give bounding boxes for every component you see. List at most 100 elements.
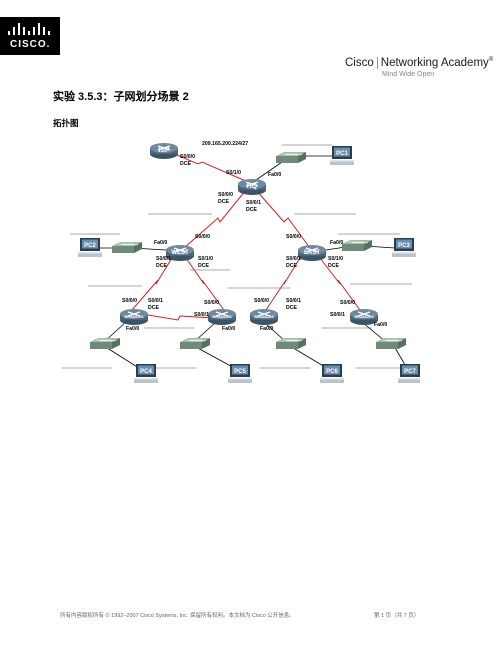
label-b4-s001: S0/0/1: [330, 312, 345, 318]
router-hq-label: HQ: [247, 183, 258, 190]
label-isp-net: 209.165.200.224/27: [202, 141, 248, 147]
serial-links: [131, 149, 361, 321]
serial-link-east-b3: [265, 257, 301, 311]
ethernet-link-hq-switch: [255, 159, 286, 181]
pc6[interactable]: PC6: [320, 364, 344, 383]
academy-brand-name: Networking Academy: [380, 57, 489, 70]
label-b3-dce: DCE: [286, 305, 297, 311]
label-west-fa00: Fa0/0: [154, 240, 167, 246]
label-b4-s000: S0/0/0: [340, 300, 355, 306]
cisco-logo-text: CISCO.: [10, 39, 51, 50]
ethernet-link-switch-pc4: [103, 345, 143, 371]
pc6-label: PC6: [326, 369, 338, 375]
label-b1-s001: S0/0/1: [148, 298, 163, 304]
label-hq-fa00: Fa0/0: [268, 172, 281, 178]
switch-hq[interactable]: [275, 151, 307, 164]
pc2-label: PC2: [84, 243, 96, 249]
label-east-s010: S0/1/0: [328, 256, 343, 262]
page-title: 实验 3.5.3：子网划分场景 2: [53, 91, 189, 103]
router-branch3-label: BRANCH3: [254, 314, 274, 319]
label-hq-s001: S0/0/1: [246, 200, 261, 206]
serial-link-west-b1: [131, 257, 173, 311]
serial-link-b1-b2: [141, 313, 215, 321]
label-west-s001: S0/0/1: [156, 256, 171, 262]
switch-east[interactable]: [341, 239, 373, 252]
label-b3-s000: S0/0/0: [254, 298, 269, 304]
router-branch2-label: BRANCH2: [212, 314, 232, 319]
router-branch3[interactable]: BRANCH3: [249, 308, 279, 326]
label-east-s000: S0/0/0: [286, 234, 301, 240]
router-isp[interactable]: ISP: [149, 142, 179, 160]
serial-link-hq-west: [183, 189, 247, 249]
label-west-s010: S0/1/0: [198, 256, 213, 262]
pc4-label: PC4: [140, 369, 152, 375]
label-b3-s001: S0/0/1: [286, 298, 301, 304]
page-header: CISCO. Cisco Networking Academy® Mind Wid…: [0, 0, 502, 78]
label-hq-s000-dce: DCE: [218, 199, 229, 205]
label-hq-s000: S0/0/0: [218, 192, 233, 198]
ethernet-link-b3-switch: [263, 321, 287, 343]
label-west-s010-dce: DCE: [198, 263, 209, 269]
label-b1-dce: DCE: [148, 305, 159, 311]
pc5[interactable]: PC5: [228, 364, 252, 383]
academy-brand-cisco: Cisco: [345, 57, 374, 70]
pc3[interactable]: PC3: [392, 238, 416, 257]
pc7[interactable]: PC7: [398, 364, 420, 383]
router-east-label: EAST: [304, 250, 320, 256]
ethernet-link-b4-switch: [361, 321, 387, 343]
pc1[interactable]: PC1: [330, 146, 354, 165]
serial-link-isp-hq: [164, 149, 249, 183]
router-west-label: WEST: [171, 250, 189, 256]
label-isp-s000: S0/0/0: [180, 154, 195, 160]
router-branch1-label: BRANCH1: [124, 314, 144, 319]
router-hq[interactable]: HQ: [237, 178, 267, 196]
label-b1-s000: S0/0/0: [122, 298, 137, 304]
pc3-label: PC3: [398, 243, 410, 249]
label-b2-s001: S0/0/1: [194, 312, 209, 318]
switch-branch3[interactable]: [275, 337, 307, 350]
label-west-s001-dce: DCE: [156, 263, 167, 269]
pc1-label: PC1: [336, 151, 348, 157]
address-blank-lines: [62, 144, 412, 369]
footer-page-number: 第 1 页（共 7 页）: [374, 613, 420, 619]
router-east[interactable]: EAST: [297, 244, 327, 262]
section-heading: 拓扑图: [53, 118, 79, 128]
router-isp-label: ISP: [158, 147, 170, 154]
switch-branch4[interactable]: [375, 337, 407, 350]
academy-brand: Cisco Networking Academy® Mind Wide Open: [345, 57, 495, 78]
label-b2-s000: S0/0/0: [204, 300, 219, 306]
switch-branch1[interactable]: [89, 337, 121, 350]
pc4[interactable]: PC4: [134, 364, 158, 383]
router-branch1[interactable]: BRANCH1: [119, 308, 149, 326]
pc5-label: PC5: [234, 369, 246, 375]
label-hq-s001-dce: DCE: [246, 207, 257, 213]
label-east-s001-dce: DCE: [286, 263, 297, 269]
cisco-bars-icon: [8, 23, 50, 35]
academy-reg-mark: ®: [488, 57, 494, 64]
label-b1-fa00: Fa0/0: [126, 326, 139, 332]
switch-branch2[interactable]: [179, 337, 211, 350]
label-isp-dce: DCE: [180, 161, 191, 167]
topology-diagram: ISP HQ WEST EAST BRANCH1 BRANCH2 BRANCH3…: [62, 141, 420, 383]
serial-link-hq-east: [255, 189, 311, 249]
label-east-s001: S0/0/1: [286, 256, 301, 262]
cisco-logo: CISCO.: [0, 17, 60, 55]
label-b2-fa00: Fa0/0: [222, 326, 235, 332]
serial-link-west-b2: [185, 257, 225, 311]
router-branch2[interactable]: BRANCH2: [207, 308, 237, 326]
pc2[interactable]: PC2: [78, 238, 102, 257]
footer-copyright: 所有内容版权所有 © 1992–2007 Cisco Systems, Inc.…: [60, 613, 295, 619]
switch-west[interactable]: [111, 241, 143, 254]
pc7-label: PC7: [404, 369, 416, 375]
router-branch4-label: BRANCH4: [354, 314, 374, 319]
label-b3-fa00: Fa0/0: [260, 326, 273, 332]
label-east-fa00: Fa0/0: [330, 240, 343, 246]
label-east-s010-dce: DCE: [328, 263, 339, 269]
academy-tagline: Mind Wide Open: [382, 71, 435, 78]
serial-link-east-b4: [319, 257, 361, 311]
router-west[interactable]: WEST: [165, 244, 195, 262]
label-west-s000: S0/0/0: [195, 234, 210, 240]
interface-labels: 209.165.200.224/27 S0/0/0 DCE S0/1/0 Fa0…: [122, 141, 387, 332]
label-hq-s010: S0/1/0: [226, 170, 241, 176]
router-branch4[interactable]: BRANCH4: [349, 308, 379, 326]
